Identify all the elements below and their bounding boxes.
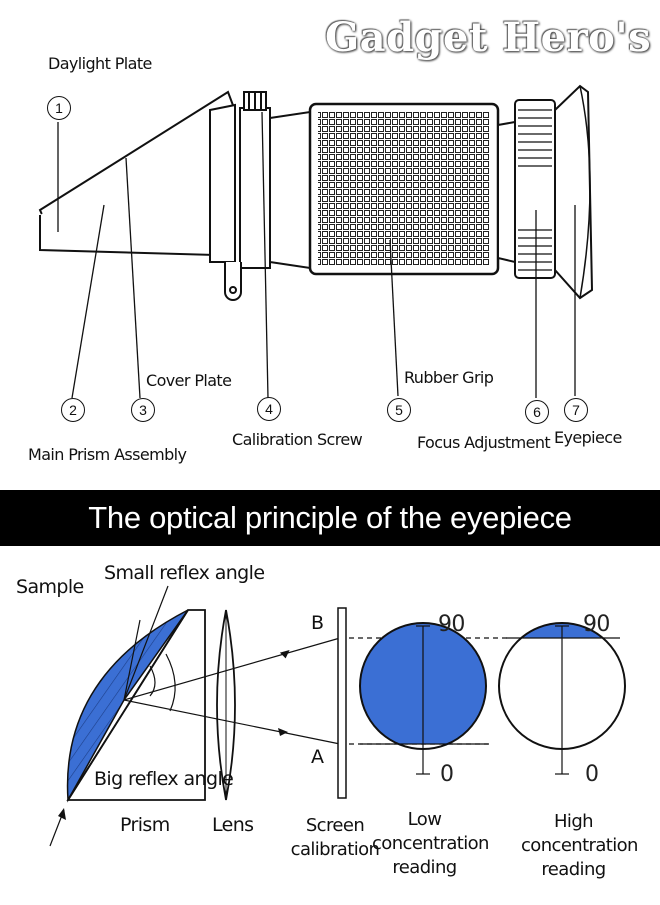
ray-to-b: [123, 637, 341, 701]
label-low-concentration: Low concentration reading: [372, 808, 489, 880]
label-small-reflex-angle: Small reflex angle: [104, 562, 265, 584]
label-cover-plate: Cover Plate: [146, 371, 232, 390]
marker-6: 6: [525, 400, 549, 424]
label-low-line1: Low: [407, 809, 442, 830]
label-high-line1: High: [554, 811, 594, 832]
label-rubber-grip: Rubber Grip: [404, 368, 494, 387]
section-banner: The optical principle of the eyepiece: [0, 490, 660, 546]
label-high-line2: concentration: [521, 835, 638, 856]
label-main-prism-assembly: Main Prism Assembly: [28, 445, 187, 464]
label-screen-calibration: Screen calibration: [290, 814, 380, 862]
banner-title: The optical principle of the eyepiece: [88, 500, 572, 535]
label-calibration-screw: Calibration Screw: [232, 430, 363, 449]
sample-region: [66, 609, 189, 803]
ray-incident-small: [123, 619, 141, 701]
marker-2: 2: [61, 398, 85, 422]
low-scale-bottom: 0: [440, 762, 454, 787]
leader-3: [125, 157, 141, 399]
high-scale-bottom: 0: [585, 762, 599, 787]
label-prism: Prism: [120, 814, 170, 836]
label-low-line2: concentration: [372, 833, 489, 854]
optics-drawing: [49, 585, 626, 847]
body-tube: [269, 110, 311, 270]
eyepiece-cup: [554, 84, 594, 300]
refractometer-parts-diagram: Gadget Hero's 1 2 3 4 5 6 7 Daylight Pla…: [28, 14, 652, 464]
hinge-block: [209, 103, 236, 263]
leader-4: [261, 111, 269, 399]
calibration-ring: [239, 107, 271, 269]
screen-shape: [337, 607, 347, 799]
label-low-line3: reading: [392, 857, 457, 878]
focus-adjustment-ring: [514, 99, 556, 279]
low-scale-top: 90: [438, 612, 465, 637]
label-big-reflex-angle: Big reflex angle: [94, 768, 234, 790]
high-reading-view: [498, 622, 626, 775]
label-sample: Sample: [16, 576, 84, 598]
leader-5: [389, 239, 399, 397]
label-lens: Lens: [212, 814, 254, 836]
high-scale-top: 90: [583, 612, 610, 637]
label-high-line3: reading: [541, 859, 606, 880]
label-high-concentration: High concentration reading: [521, 810, 638, 882]
label-screen-line1: Screen: [305, 815, 365, 836]
low-reading-view: [359, 622, 488, 775]
refractometer-drawing: [38, 84, 594, 399]
label-point-a: A: [311, 746, 324, 768]
ray-incident-big: [123, 585, 169, 701]
label-eyepiece: Eyepiece: [554, 428, 622, 447]
marker-4: 4: [257, 397, 281, 421]
marker-5: 5: [387, 398, 411, 422]
marker-3: 3: [131, 398, 155, 422]
label-screen-line2: calibration: [290, 839, 380, 860]
label-daylight-plate: Daylight Plate: [48, 54, 152, 73]
label-focus-adjustment: Focus Adjustment: [417, 433, 551, 452]
label-point-b: B: [311, 612, 324, 634]
focus-ring-shape: [497, 120, 516, 264]
marker-7: 7: [564, 398, 588, 422]
leader-2: [71, 204, 105, 399]
ray-to-a: [123, 699, 341, 745]
marker-1: 1: [47, 96, 71, 120]
watermark-logo: Gadget Hero's: [325, 14, 652, 61]
optical-principle-diagram: Sample Small reflex angle Big reflex ang…: [0, 546, 660, 900]
calibration-tab: [224, 262, 242, 301]
